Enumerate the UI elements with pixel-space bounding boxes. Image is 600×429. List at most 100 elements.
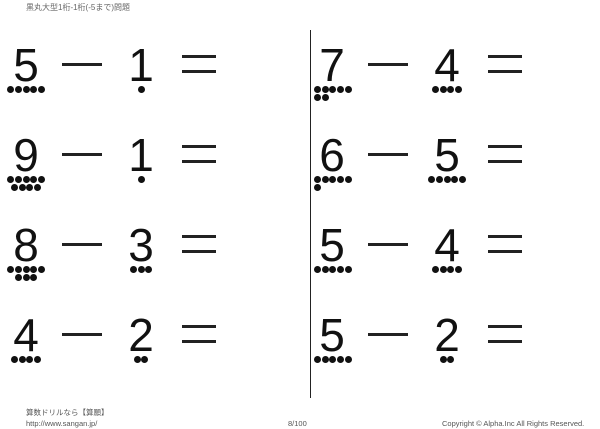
counting-dots (427, 86, 467, 94)
dot (337, 266, 345, 273)
equals-sign (182, 55, 216, 73)
dot (454, 266, 462, 273)
dot (137, 176, 145, 183)
minuend: 7 (319, 39, 345, 91)
dot-row (314, 184, 354, 192)
dot (137, 86, 145, 93)
dot-row (6, 184, 46, 192)
dot (30, 274, 38, 281)
dot-row (6, 274, 46, 282)
counting-dots (6, 266, 46, 282)
dot (33, 184, 41, 191)
dot (344, 86, 352, 93)
dot (321, 266, 329, 273)
minus-sign (62, 153, 102, 156)
subtrahend: 5 (434, 129, 460, 181)
equals-sign (488, 145, 522, 163)
counting-dots (427, 266, 467, 274)
minus-sign (368, 63, 408, 66)
subtrahend: 1 (128, 39, 154, 91)
dot (26, 184, 34, 191)
dot (439, 266, 447, 273)
counting-dots (121, 86, 161, 94)
equals-sign (488, 235, 522, 253)
dot-row (427, 86, 467, 94)
subtrahend: 4 (434, 39, 460, 91)
minus-sign (62, 63, 102, 66)
dot-row (121, 356, 161, 364)
counting-dots (314, 266, 354, 274)
minuend: 5 (13, 39, 39, 91)
dot (428, 176, 436, 183)
footer-url[interactable]: http://www.sangan.jp/ (26, 419, 98, 428)
dot (329, 86, 337, 93)
dot (314, 94, 322, 101)
dot (344, 356, 352, 363)
dot (344, 266, 352, 273)
minuend: 4 (13, 309, 39, 361)
column-divider (310, 30, 311, 398)
counting-dots (6, 176, 46, 192)
counting-dots (121, 176, 161, 184)
dot-row (6, 356, 46, 364)
equals-sign (488, 55, 522, 73)
dot-row (427, 266, 467, 274)
dot (33, 356, 41, 363)
dot-row (6, 266, 46, 274)
dot (30, 86, 38, 93)
dot (329, 356, 337, 363)
counting-dots (314, 176, 354, 192)
dot (447, 86, 455, 93)
dot-row (314, 94, 354, 102)
dot (30, 176, 38, 183)
dot (37, 266, 45, 273)
minuend: 8 (13, 219, 39, 271)
counting-dots (121, 266, 161, 274)
worksheet-title: 黒丸大型1桁-1桁(-5まで)問題 (26, 3, 131, 12)
dot (447, 356, 455, 363)
dot (443, 176, 451, 183)
dot (22, 266, 30, 273)
dot (7, 266, 15, 273)
dot (18, 356, 26, 363)
dot (458, 176, 466, 183)
equals-sign (182, 145, 216, 163)
dot-row (314, 86, 354, 94)
counting-dots (427, 356, 467, 364)
minus-sign (368, 243, 408, 246)
dot (129, 266, 137, 273)
dot (22, 176, 30, 183)
counting-dots (314, 356, 354, 364)
dot (329, 176, 337, 183)
dot (321, 356, 329, 363)
dot (337, 86, 345, 93)
dot (14, 266, 22, 273)
footer-copyright: Copyright © Alpha.Inc All Rights Reserve… (442, 419, 585, 428)
dot (329, 266, 337, 273)
counting-dots (6, 86, 46, 94)
dot (14, 176, 22, 183)
subtrahend: 1 (128, 129, 154, 181)
dot (314, 356, 322, 363)
subtrahend: 2 (128, 309, 154, 361)
equals-sign (182, 235, 216, 253)
dot-row (314, 356, 354, 364)
dot (141, 356, 149, 363)
dot (321, 176, 329, 183)
dot (314, 184, 322, 191)
dot (337, 356, 345, 363)
dot (7, 176, 15, 183)
dot (11, 356, 19, 363)
minuend: 5 (319, 309, 345, 361)
dot (145, 266, 153, 273)
dot (133, 356, 141, 363)
counting-dots (314, 86, 354, 102)
dot-row (121, 176, 161, 184)
dot (37, 176, 45, 183)
